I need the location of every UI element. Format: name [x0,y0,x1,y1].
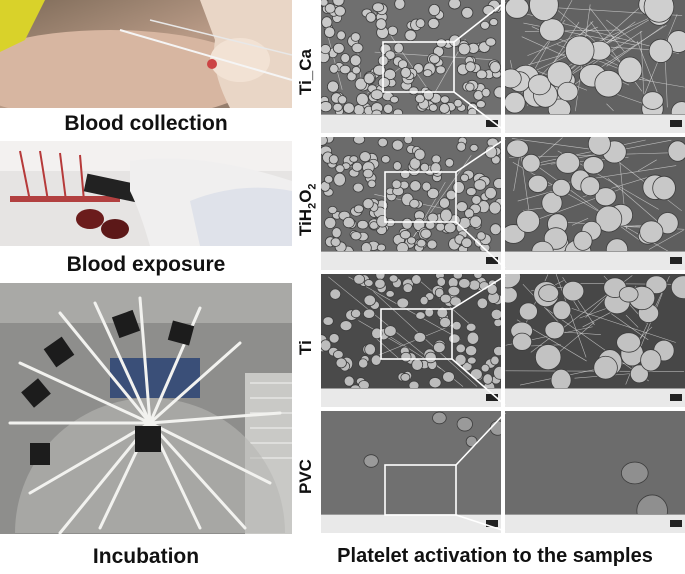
incubation-photo [0,283,292,534]
blood-exposure-photo [0,141,292,246]
sem-tih2o2-zoom [505,137,685,270]
caption-platelet-activation: Platelet activation to the samples [337,545,653,567]
sem-ti-overview [321,274,501,407]
caption-blood-collection: Blood collection [64,112,228,135]
sem-ti-ca-overview [321,0,501,133]
caption-incubation: Incubation [92,545,200,568]
caption-blood-exposure: Blood exposure [66,253,226,276]
sem-tih2o2-overview [321,137,501,270]
sem-ti-ca-zoom [505,0,685,133]
sem-pvc-zoom [505,411,685,533]
blood-collection-photo [0,0,292,108]
sem-ti-zoom [505,274,685,407]
